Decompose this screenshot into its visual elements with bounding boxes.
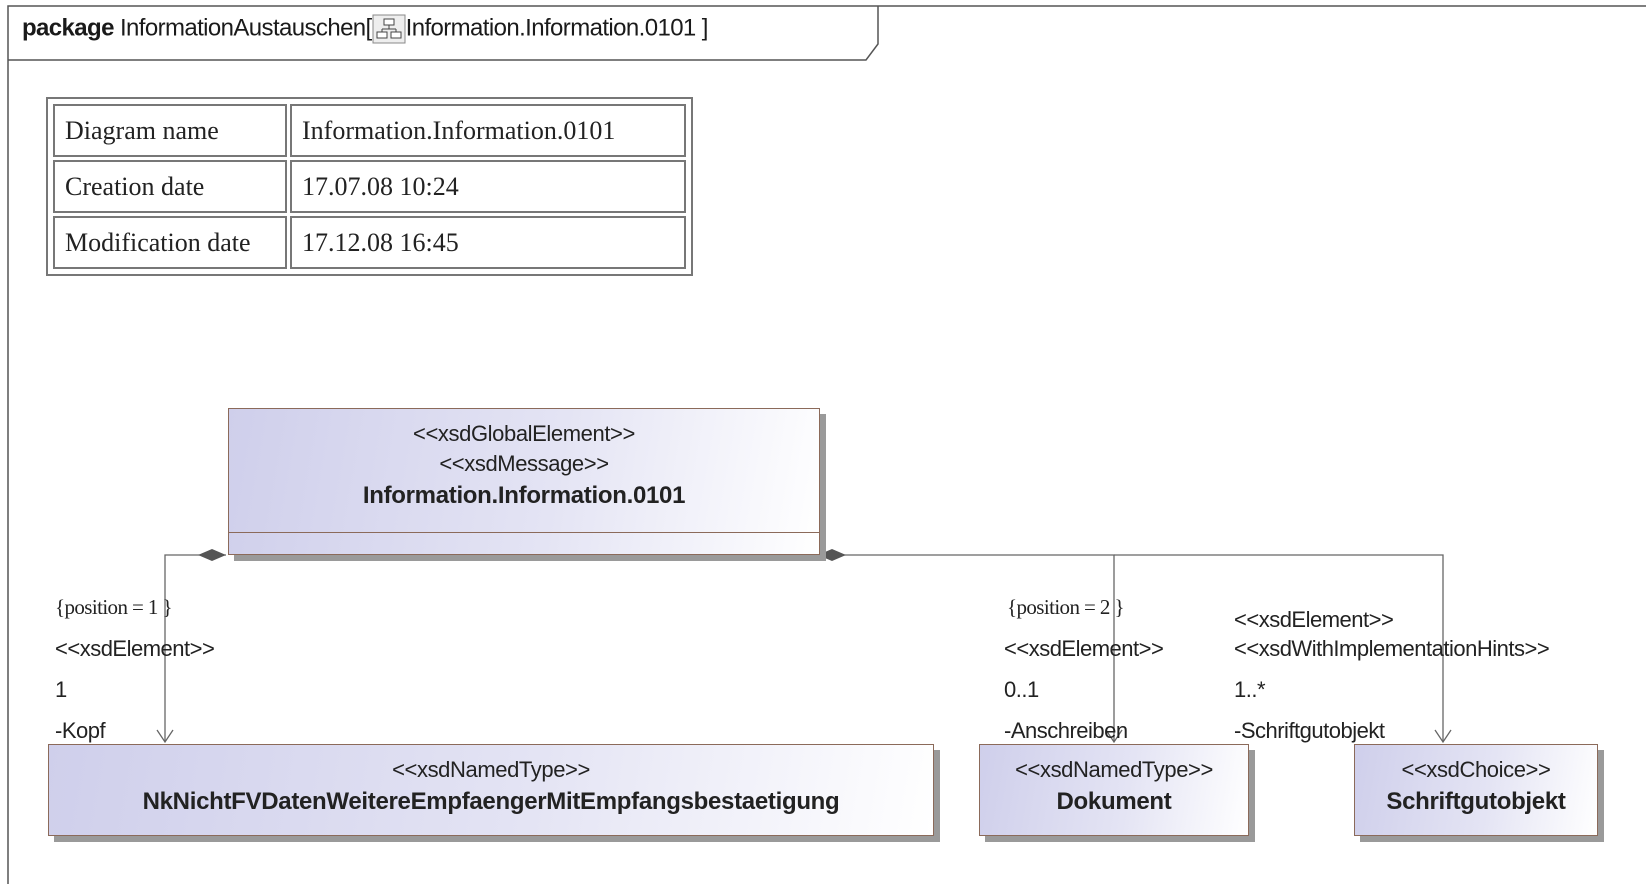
root-stereotype-message: <<xsdMessage>>: [439, 451, 609, 476]
package-diagram-ref: Information.Information.0101: [405, 14, 697, 42]
root-class-name: Information.Information.0101: [362, 482, 686, 509]
package-keyword: package: [22, 14, 114, 42]
class-dokument[interactable]: <<xsdNamedType>> Dokument: [979, 744, 1249, 836]
table-row: Modification date 17.12.08 16:45: [53, 216, 686, 269]
open-arrow-icon: [1105, 729, 1123, 744]
info-key-diagram-name: Diagram name: [53, 104, 287, 157]
composition-diamond-icon: [818, 549, 846, 561]
class-schriftgutobjekt[interactable]: <<xsdChoice>> Schriftgutobjekt: [1354, 744, 1598, 836]
package-frame: [7, 5, 1646, 884]
package-name: InformationAustauschen[: [119, 14, 372, 42]
schriftgut-name: Schriftgutobjekt: [1386, 788, 1566, 815]
schriftgutobjekt-multiplicity: 1..*: [1234, 677, 1266, 702]
anschreiben-role: -Anschreiben: [1004, 718, 1128, 743]
package-tab: [8, 6, 879, 61]
kopf-stereotype: <<xsdElement>>: [55, 636, 215, 661]
dokument-name: Dokument: [1056, 788, 1172, 815]
root-attributes-compartment: [229, 532, 819, 533]
kopf-constraint: {position = 1 }: [55, 595, 173, 619]
info-value-diagram-name: Information.Information.0101: [290, 104, 686, 157]
dokument-stereotype: <<xsdNamedType>>: [1015, 757, 1213, 782]
info-value-creation-date: 17.07.08 10:24: [290, 160, 686, 213]
schriftgut-stereotype: <<xsdChoice>>: [1401, 757, 1551, 782]
info-value-modification-date: 17.12.08 16:45: [290, 216, 686, 269]
anschreiben-multiplicity: 0..1: [1004, 677, 1039, 702]
kopf-type-name: NkNichtFVDatenWeitereEmpfaengerMitEmpfan…: [142, 788, 840, 815]
kopf-type-stereotype: <<xsdNamedType>>: [392, 757, 590, 782]
kopf-multiplicity: 1: [55, 677, 67, 702]
info-key-creation-date: Creation date: [53, 160, 287, 213]
schriftgutobjekt-role: -Schriftgutobjekt: [1234, 718, 1385, 743]
package-title: package InformationAustauschen[ Informati…: [22, 14, 708, 44]
class-kopf-type[interactable]: <<xsdNamedType>> NkNichtFVDatenWeitereEm…: [48, 744, 934, 836]
open-arrow-icon: [1434, 729, 1452, 744]
kopf-role: -Kopf: [55, 718, 106, 743]
association-kopf[interactable]: [156, 549, 226, 744]
diagram-info-table: Diagram name Information.Information.010…: [46, 97, 693, 276]
table-row: Diagram name Information.Information.010…: [53, 104, 686, 157]
anschreiben-constraint: {position = 2 }: [1007, 595, 1125, 619]
class-information-root[interactable]: <<xsdGlobalElement>> <<xsdMessage>> Info…: [228, 408, 820, 555]
open-arrow-icon: [156, 729, 174, 744]
association-schriftgutobjekt[interactable]: [1114, 554, 1452, 744]
root-stereotype-global-element: <<xsdGlobalElement>>: [413, 421, 635, 446]
diagram-icon: [372, 14, 406, 44]
package-close: ]: [701, 14, 709, 42]
table-row: Creation date 17.07.08 10:24: [53, 160, 686, 213]
schriftgutobjekt-stereotype-hints: <<xsdWithImplementationHints>>: [1234, 636, 1550, 661]
schriftgutobjekt-stereotype-element: <<xsdElement>>: [1234, 607, 1394, 632]
composition-diamond-icon: [198, 549, 226, 561]
anschreiben-stereotype: <<xsdElement>>: [1004, 636, 1164, 661]
info-key-modification-date: Modification date: [53, 216, 287, 269]
